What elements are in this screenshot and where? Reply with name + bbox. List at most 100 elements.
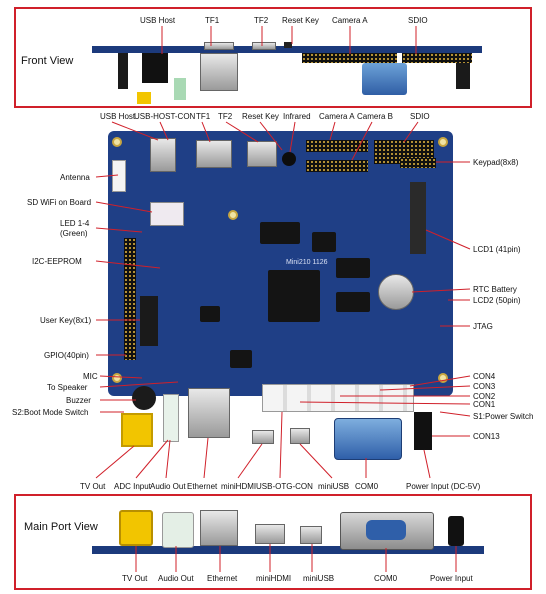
- label-adc-input: ADC Input: [114, 482, 151, 491]
- camera-b-header: [306, 160, 368, 172]
- mount-hole-5: [228, 210, 238, 220]
- lcd1-connector: [410, 182, 426, 254]
- port-tv-out-jack: [119, 510, 153, 546]
- label-to-speaker: To Speaker: [47, 383, 88, 392]
- port-com0-inner: [366, 520, 406, 540]
- ic-chip-3: [200, 306, 220, 322]
- front-label-usb-host: USB Host: [140, 16, 176, 25]
- front-view-title: Front View: [21, 55, 74, 67]
- label-tf1: TF1: [196, 112, 211, 121]
- port-ethernet: [200, 510, 238, 546]
- port-miniusb: [300, 526, 322, 544]
- port-label-tv-out: TV Out: [122, 574, 148, 583]
- port-label-com0: COM0: [374, 574, 398, 583]
- label-user-key: User Key(8x1): [40, 316, 92, 325]
- buzzer: [132, 386, 156, 410]
- port-label-minihdmi: miniHDMI: [256, 574, 292, 583]
- usb-host-port: [150, 138, 176, 172]
- tf2-slot: [247, 141, 277, 167]
- label-camera-b: Camera B: [357, 112, 394, 121]
- memory-chip-1: [260, 222, 300, 244]
- front-label-sdio: SDIO: [408, 16, 428, 25]
- con-headers: [262, 384, 414, 412]
- label-lcd1: LCD1 (41pin): [473, 245, 521, 254]
- front-view-frame: [14, 7, 532, 108]
- gpio-header: [124, 238, 136, 360]
- front-label-camera-a: Camera A: [332, 16, 368, 25]
- label-sd-wifi: SD WiFi on Board: [27, 198, 92, 207]
- label-reset-key: Reset Key: [242, 112, 279, 121]
- front-label-tf2: TF2: [254, 16, 269, 25]
- mount-hole-3: [112, 373, 122, 383]
- label-con3: CON3: [473, 382, 496, 391]
- label-infrared: Infrared: [283, 112, 311, 121]
- audio-out-jack: [163, 394, 179, 442]
- keypad-header: [400, 158, 436, 168]
- ic-chip-2: [230, 350, 252, 368]
- user-keys: [140, 296, 158, 346]
- board-silkscreen: Mini210 1126: [286, 259, 328, 266]
- rtc-battery: [378, 274, 414, 310]
- label-usb-otg-con: USB-OTG-CON: [256, 482, 313, 491]
- label-camera-a: Camera A: [319, 112, 355, 121]
- label-s2-boot-switch: S2:Boot Mode Switch: [12, 408, 89, 417]
- label-jtag: JTAG: [473, 322, 493, 331]
- front-label-reset-key: Reset Key: [282, 16, 319, 25]
- label-miniusb: miniUSB: [318, 482, 350, 491]
- front-camera-a-header: [302, 53, 397, 63]
- label-sdio: SDIO: [410, 112, 430, 121]
- label-usb-host-con: USB-HOST-CON: [134, 112, 196, 121]
- mount-hole-4: [438, 373, 448, 383]
- front-view-board: [92, 40, 482, 106]
- infrared-receiver: [282, 152, 296, 166]
- camera-a-header: [306, 140, 368, 152]
- mount-hole-1: [112, 137, 122, 147]
- front-com-port: [362, 63, 407, 95]
- label-led-green: (Green): [60, 229, 88, 238]
- label-usb-host: USB Host: [100, 112, 136, 121]
- dc-power-jack: [414, 412, 432, 450]
- front-sdio-header: [402, 53, 472, 63]
- label-i2c-eeprom: I2C-EEPROM: [32, 257, 82, 266]
- label-con4: CON4: [473, 372, 496, 381]
- tv-out-jack: [121, 413, 153, 447]
- port-power-input: [448, 516, 464, 546]
- front-black-block-left: [118, 53, 128, 89]
- main-port-view-title: Main Port View: [24, 521, 98, 533]
- front-tf1-slot: [204, 42, 234, 50]
- label-com0: COM0: [355, 482, 379, 491]
- tf1-slot: [196, 140, 232, 168]
- label-con1: CON1: [473, 400, 496, 409]
- ic-chip-1: [312, 232, 336, 252]
- label-mic: MIC: [83, 372, 98, 381]
- com0-port: [334, 418, 402, 460]
- sdio-header: [374, 140, 434, 164]
- miniusb-port: [290, 428, 310, 444]
- port-minihdmi: [255, 524, 285, 544]
- front-yellow-jack: [137, 92, 151, 104]
- label-audio-out: Audio Out: [150, 482, 186, 491]
- label-s1-power-switch: S1:Power Switch: [473, 412, 534, 421]
- port-label-miniusb: miniUSB: [303, 574, 335, 583]
- port-label-power-input: Power Input: [430, 574, 473, 583]
- label-tv-out: TV Out: [80, 482, 106, 491]
- port-label-audio-out: Audio Out: [158, 574, 194, 583]
- label-gpio: GPIO(40pin): [44, 351, 89, 360]
- port-label-ethernet: Ethernet: [207, 574, 238, 583]
- front-pcb-edge: [92, 46, 482, 53]
- ethernet-port: [188, 388, 230, 438]
- label-ethernet: Ethernet: [187, 482, 218, 491]
- label-power-input: Power Input (DC-5V): [406, 482, 481, 491]
- label-rtc-battery: RTC Battery: [473, 285, 517, 294]
- front-green-jack: [174, 78, 186, 100]
- minihdmi-port: [252, 430, 274, 444]
- wifi-module: [150, 202, 184, 226]
- port-view-pcb: [92, 546, 484, 554]
- label-minihdmi: miniHDMI: [221, 482, 257, 491]
- front-label-tf1: TF1: [205, 16, 220, 25]
- mount-hole-2: [438, 137, 448, 147]
- front-tf2-slot: [252, 42, 276, 50]
- port-audio-out-jack: [162, 512, 194, 548]
- label-lcd2: LCD2 (50pin): [473, 296, 521, 305]
